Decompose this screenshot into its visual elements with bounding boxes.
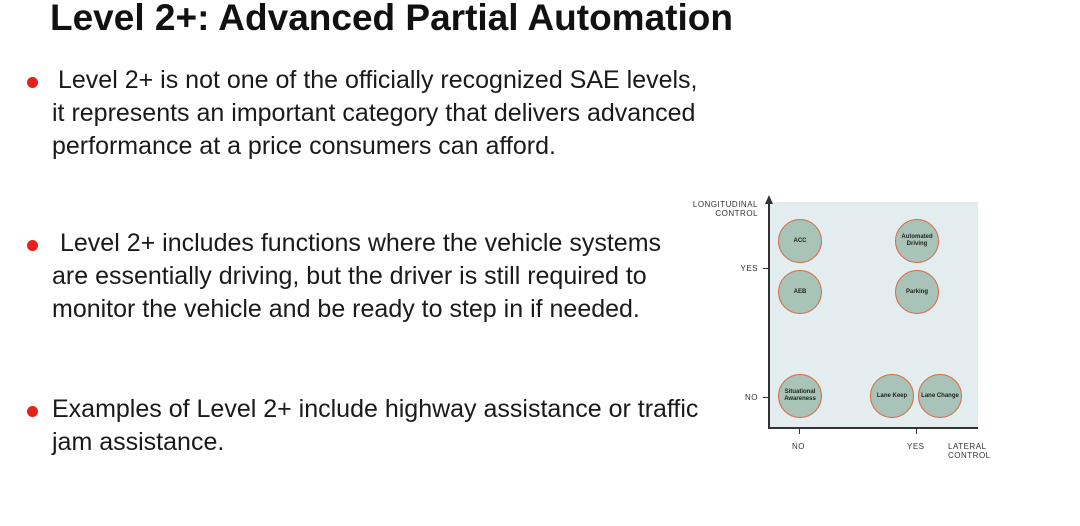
y-tick-yes: [763, 268, 768, 269]
y-axis-title: LONGITUDINAL CONTROL: [680, 200, 758, 218]
y-axis-title-line1: LONGITUDINAL: [692, 200, 758, 209]
bullet-text: Examples of Level 2+ include highway ass…: [52, 395, 699, 456]
bullet-item-2: Level 2+ includes functions where the ve…: [27, 227, 702, 326]
x-tick-label-no: NO: [792, 442, 805, 451]
node-automated-driving: Automated Driving: [895, 219, 939, 263]
node-aeb: AEB: [778, 270, 822, 314]
bullet-text: Level 2+ includes functions where the ve…: [52, 229, 662, 323]
bullet-item-1: Level 2+ is not one of the officially re…: [27, 64, 702, 163]
x-tick-no: [799, 429, 800, 434]
slide-title: Level 2+: Advanced Partial Automation: [50, 0, 733, 38]
bullet-text: Level 2+ is not one of the officially re…: [52, 66, 698, 160]
node-situational-awareness: Situational Awareness: [778, 374, 822, 418]
bullet-dot-icon: [27, 406, 38, 417]
bullet-item-3: Examples of Level 2+ include highway ass…: [27, 393, 702, 459]
y-axis-title-line2: CONTROL: [715, 209, 758, 218]
node-parking: Parking: [895, 270, 939, 314]
x-axis-line: [768, 427, 978, 429]
y-axis-arrow-icon: [765, 195, 773, 204]
node-acc: ACC: [778, 219, 822, 263]
x-axis-title-line2: CONTROL: [948, 451, 991, 460]
x-tick-yes: [916, 429, 917, 434]
bullet-dot-icon: [27, 77, 38, 88]
y-tick-label-no: NO: [745, 393, 758, 402]
node-lane-change: Lane Change: [918, 374, 962, 418]
x-axis-title-line1: LATERAL: [948, 442, 987, 451]
automation-matrix-diagram: LONGITUDINAL CONTROL YES NO NO YES LATER…: [680, 190, 1010, 470]
node-lane-keep: Lane Keep: [870, 374, 914, 418]
x-tick-label-yes: YES: [907, 442, 925, 451]
x-axis-title: LATERAL CONTROL: [948, 442, 991, 460]
y-tick-no: [763, 397, 768, 398]
bullet-dot-icon: [27, 240, 38, 251]
y-axis-line: [768, 202, 770, 429]
y-tick-label-yes: YES: [740, 264, 758, 273]
